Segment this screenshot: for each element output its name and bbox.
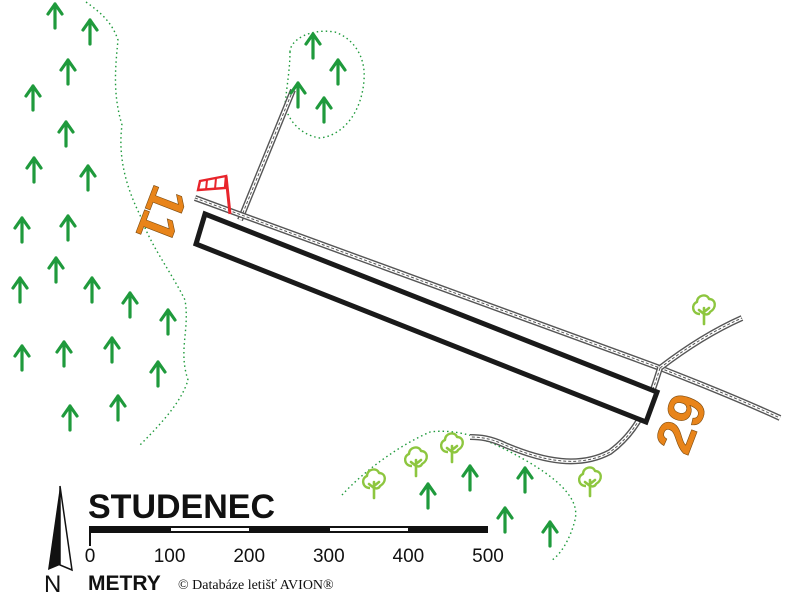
scale-tick-label: 0 <box>85 546 96 567</box>
scale-unit-label: METRY <box>88 572 161 595</box>
scale-tick-label: 400 <box>393 546 425 567</box>
conifer-tree-icon <box>496 506 514 534</box>
road-north <box>237 88 296 222</box>
conifer-tree-icon <box>25 156 43 184</box>
scale-tick-label: 300 <box>313 546 345 567</box>
conifer-tree-icon <box>83 276 101 304</box>
windsock-icon <box>196 174 232 215</box>
conifer-tree-icon <box>315 96 333 124</box>
scale-segment-light <box>171 528 249 531</box>
deciduous-tree-icon <box>361 468 387 500</box>
conifer-tree-icon <box>79 164 97 192</box>
forest-boundaries <box>85 1 577 561</box>
conifer-tree-icon <box>11 276 29 304</box>
conifer-tree-icon <box>47 256 65 284</box>
north-label: N <box>44 571 61 598</box>
conifer-tree-icon <box>61 404 79 432</box>
north-arrow-icon <box>48 485 73 572</box>
scale-tick-label: 500 <box>472 546 504 567</box>
road-northeast <box>658 315 744 371</box>
conifer-tree-icon <box>24 84 42 112</box>
scale-tick-label: 100 <box>154 546 186 567</box>
conifer-tree-icon <box>461 464 479 492</box>
deciduous-tree-icon <box>691 294 717 326</box>
scale-segment-light <box>330 528 408 531</box>
conifer-tree-icon <box>419 482 437 510</box>
conifer-tree-icon <box>57 120 75 148</box>
conifer-tree-icon <box>13 344 31 372</box>
conifer-tree-icon <box>516 466 534 494</box>
deciduous-tree-icon <box>403 446 429 478</box>
conifer-tree-icon <box>541 520 559 548</box>
conifer-tree-icon <box>159 308 177 336</box>
conifer-tree-icon <box>109 394 127 422</box>
scale-tick-labels: 0 100 200 300 400 500 <box>85 546 504 567</box>
conifer-tree-icon <box>59 214 77 242</box>
conifer-tree-icon <box>81 18 99 46</box>
conifer-tree-icon <box>304 32 322 60</box>
conifer-tree-icon <box>13 216 31 244</box>
deciduous-tree-icon <box>439 432 465 464</box>
south-forest-boundary <box>341 430 577 561</box>
conifer-tree-icon <box>329 58 347 86</box>
conifer-tree-icon <box>149 360 167 388</box>
conifer-tree-icon <box>46 2 64 30</box>
map-title: STUDENEC <box>88 488 275 526</box>
copyright-text: © Databáze letišť AVION® <box>178 578 334 593</box>
conifer-tree-icon <box>121 291 139 319</box>
roads <box>193 88 782 465</box>
conifer-tree-icon <box>103 336 121 364</box>
deciduous-tree-icon <box>577 466 603 498</box>
scale-bar <box>89 526 488 546</box>
runway-designator-11: 11 <box>124 178 198 250</box>
runway <box>192 210 661 426</box>
west-forest-boundary <box>85 1 189 446</box>
conifer-tree-icon <box>59 58 77 86</box>
scale-tick-label: 200 <box>233 546 265 567</box>
conifer-tree-icon <box>55 340 73 368</box>
road-along-runway <box>193 195 782 421</box>
